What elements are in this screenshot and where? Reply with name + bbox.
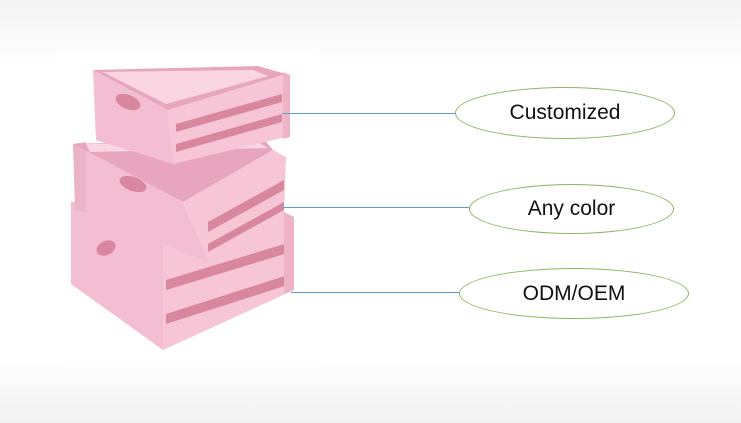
connector-line-any-color: [283, 207, 469, 208]
customized-label: Customized: [509, 101, 621, 124]
medium-crate: [73, 138, 286, 262]
any-color-label: Any color: [527, 197, 616, 220]
stacked-crates-illustration: [71, 66, 294, 350]
product-photo: [58, 52, 317, 365]
connector-line-odm-oem: [291, 292, 459, 293]
customized-tag: Customized: [455, 87, 675, 139]
any-color-tag: Any color: [469, 184, 674, 234]
odm-oem-tag: ODM/OEM: [459, 268, 689, 319]
small-crate: [93, 66, 290, 164]
connector-line-customized: [282, 113, 456, 114]
odm-oem-label: ODM/OEM: [522, 281, 626, 305]
